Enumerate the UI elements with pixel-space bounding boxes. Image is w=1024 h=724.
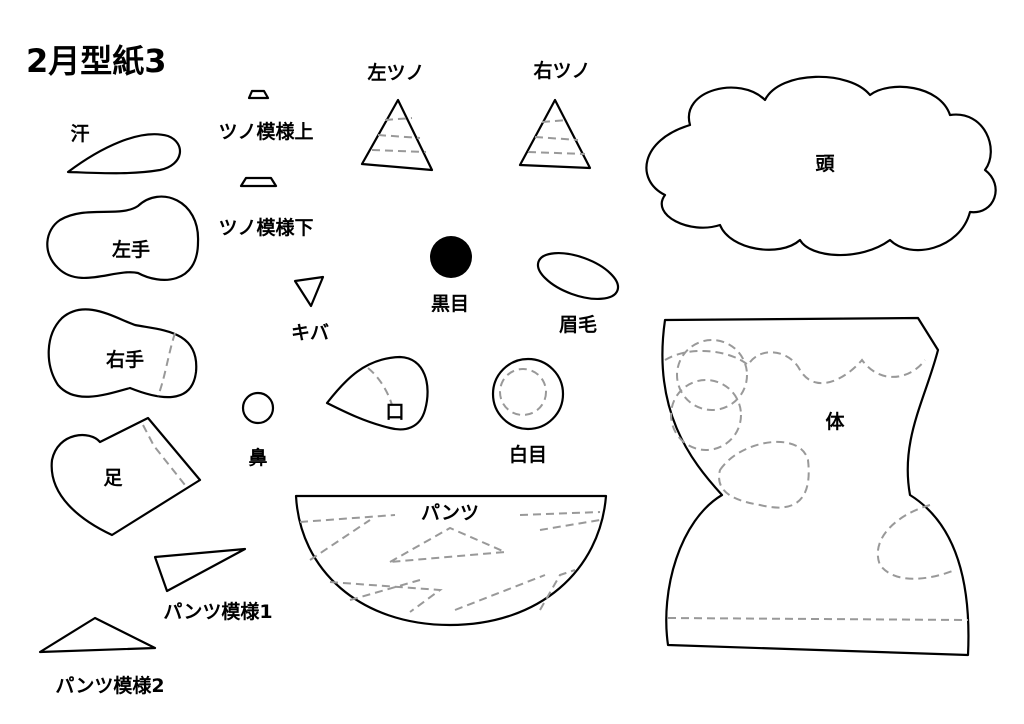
piece-fang: キバ	[291, 275, 329, 344]
piece-black-eye: 黒目	[430, 236, 472, 315]
piece-left-hand: 左手	[46, 195, 200, 281]
piece-label: 黒目	[431, 293, 469, 315]
piece-label: ツノ模様下	[218, 216, 313, 239]
piece-label: 左手	[112, 238, 150, 261]
piece-right-horn: 右ツノ	[518, 59, 592, 170]
piece-label: 足	[103, 467, 123, 489]
piece-pants-pattern-2: パンツ模様2	[38, 616, 165, 697]
piece-pants: パンツ	[294, 494, 608, 627]
piece-label: 汗	[70, 123, 89, 145]
piece-sweat: 汗	[66, 123, 182, 175]
piece-eyebrow: 眉毛	[536, 251, 620, 336]
piece-left-horn: 左ツノ	[360, 61, 434, 172]
piece-label: パンツ模様1	[163, 600, 272, 623]
piece-label: 左ツノ	[367, 61, 424, 84]
piece-label: パンツ	[421, 502, 479, 524]
piece-horn-pattern-bottom: ツノ模様下	[218, 176, 314, 239]
piece-white-eye: 白目	[491, 357, 565, 466]
page-title: 2月型紙3	[26, 42, 167, 80]
piece-head: 頭	[645, 75, 997, 257]
piece-label: パンツ模様2	[55, 674, 164, 697]
piece-label: 右ツノ	[532, 59, 590, 82]
piece-label: 眉毛	[559, 314, 597, 336]
piece-label: 口	[385, 401, 404, 423]
piece-body: 体	[661, 316, 970, 657]
piece-mouth: 口	[325, 355, 429, 431]
piece-nose: 鼻	[241, 391, 275, 469]
piece-right-hand: 右手	[47, 308, 198, 399]
piece-label: 頭	[815, 153, 835, 175]
piece-label: 体	[825, 410, 845, 433]
piece-label: 鼻	[248, 446, 267, 469]
piece-pants-pattern-1: パンツ模様1	[153, 547, 273, 623]
piece-label: ツノ模様上	[218, 120, 313, 143]
piece-horn-pattern-top: ツノ模様上	[218, 89, 314, 143]
piece-label: 右手	[105, 348, 144, 371]
piece-label: キバ	[291, 322, 329, 344]
piece-foot: 足	[50, 416, 202, 537]
piece-label: 白目	[509, 443, 547, 466]
